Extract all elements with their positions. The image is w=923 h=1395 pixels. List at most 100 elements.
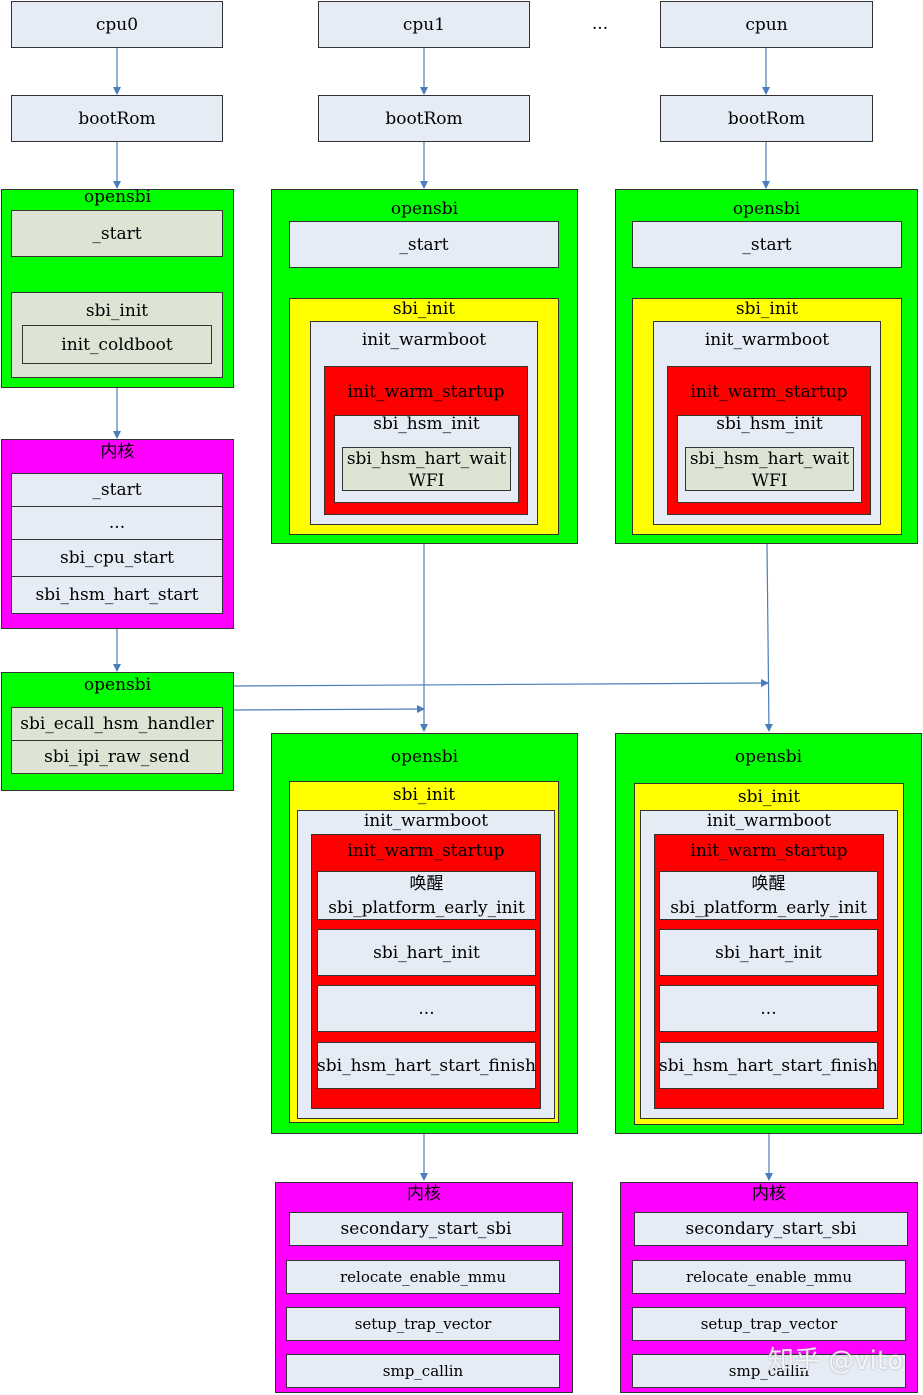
kernel2-item-label-n-0: secondary_start_sbi bbox=[685, 1219, 857, 1239]
kernel2-item-n-2: setup_trap_vector bbox=[632, 1307, 906, 1341]
kernel-item-2: sbi_cpu_start bbox=[11, 539, 223, 577]
init-warmboot-label-1: init_warmboot bbox=[361, 330, 487, 350]
wake-startup-label-n: init_warm_startup bbox=[690, 841, 848, 861]
kernel2-item-label-n-2: setup_trap_vector bbox=[700, 1315, 838, 1333]
kernel-title-0: 内核 bbox=[100, 442, 135, 462]
warm-start-label-1: _start bbox=[399, 234, 449, 255]
hart-wait-box-1: sbi_hsm_hart_wait WFI bbox=[342, 447, 511, 491]
bootrom-label-0: bootRom bbox=[78, 108, 156, 129]
bootrom-label-n: bootRom bbox=[727, 108, 806, 129]
kernel-title-n: 内核 bbox=[752, 1184, 786, 1204]
kernel2-item-1-2: setup_trap_vector bbox=[286, 1307, 560, 1341]
arrow-opensbi2-cpu1 bbox=[232, 705, 425, 714]
kernel2-item-n-0: secondary_start_sbi bbox=[634, 1212, 908, 1246]
bootrom-box-1: bootRom bbox=[318, 95, 530, 142]
wake-warmboot-label-n: init_warmboot bbox=[706, 811, 832, 831]
hsm-item-label-0: sbi_ecall_hsm_handler bbox=[20, 714, 214, 734]
wake-early-box-1: 唤醒 sbi_platform_early_init bbox=[317, 871, 536, 920]
bootrom-box-n: bootRom bbox=[660, 95, 873, 142]
wake-label-n: 唤醒 bbox=[751, 874, 786, 894]
bootrom-label-1: bootRom bbox=[385, 108, 463, 129]
wake-item-label-1-1: ... bbox=[418, 998, 435, 1019]
wake-label-1: 唤醒 bbox=[409, 874, 444, 894]
early-init-label-n: sbi_platform_early_init bbox=[670, 898, 867, 918]
wake-item-box-n-0: sbi_hart_init bbox=[659, 929, 878, 976]
warm-start-box-1: _start bbox=[289, 221, 559, 268]
kernel2-item-label-1-1: relocate_enable_mmu bbox=[340, 1268, 506, 1286]
hart-wait-box-n: sbi_hsm_hart_wait WFI bbox=[685, 447, 854, 491]
cpu-ellipsis: ... bbox=[591, 14, 609, 34]
opensbi-warm-title-n: opensbi bbox=[732, 199, 801, 219]
sbi-init-label-0: sbi_init bbox=[85, 301, 149, 321]
hsm-item-label-1: sbi_ipi_raw_send bbox=[44, 747, 190, 767]
wake-sbi-init-label-1: sbi_init bbox=[392, 785, 456, 805]
wake-item-label-n-0: sbi_hart_init bbox=[715, 942, 822, 963]
wake-item-box-1-2: sbi_hsm_hart_start_finish bbox=[317, 1042, 536, 1089]
hart-wait-label-n: sbi_hsm_hart_wait bbox=[689, 449, 850, 469]
wake-item-box-1-0: sbi_hart_init bbox=[317, 929, 536, 976]
init-warm-startup-label-1: init_warm_startup bbox=[347, 382, 505, 402]
opensbi-wake-title-n: opensbi bbox=[734, 747, 803, 767]
wfi-label-1: WFI bbox=[408, 471, 445, 491]
kernel-item-label-0: _start bbox=[92, 480, 142, 500]
kernel2-item-1-1: relocate_enable_mmu bbox=[286, 1260, 560, 1294]
wake-item-label-n-1: ... bbox=[760, 998, 777, 1019]
warm-sbi-init-label-1: sbi_init bbox=[392, 299, 456, 319]
kernel-item-label-3: sbi_hsm_hart_start bbox=[35, 585, 199, 605]
wake-item-label-1-2: sbi_hsm_hart_start_finish bbox=[317, 1055, 536, 1076]
init-coldboot-label: init_coldboot bbox=[61, 334, 173, 355]
kernel-item-1: ... bbox=[11, 506, 223, 540]
cpun-box: cpun bbox=[660, 1, 873, 48]
wake-startup-label-1: init_warm_startup bbox=[347, 841, 505, 861]
kernel-item-label-2: sbi_cpu_start bbox=[59, 548, 175, 568]
start-box-0: _start bbox=[11, 210, 223, 257]
warm-start-label-n: _start bbox=[742, 234, 792, 255]
wake-warmboot-label-1: init_warmboot bbox=[363, 811, 489, 831]
warm-sbi-init-label-n: sbi_init bbox=[735, 299, 799, 319]
early-init-label-1: sbi_platform_early_init bbox=[328, 898, 525, 918]
kernel-title-1: 内核 bbox=[407, 1184, 441, 1204]
warm-start-box-n: _start bbox=[632, 221, 902, 268]
bootrom-box-0: bootRom bbox=[11, 95, 223, 142]
opensbi-hsm-title: opensbi bbox=[83, 675, 152, 695]
kernel-item-3: sbi_hsm_hart_start bbox=[11, 576, 223, 614]
kernel2-item-label-1-0: secondary_start_sbi bbox=[340, 1219, 512, 1239]
cpu0-box: cpu0 bbox=[11, 1, 223, 48]
kernel2-item-n-3: smp_callin bbox=[632, 1354, 906, 1388]
kernel2-item-n-1: relocate_enable_mmu bbox=[632, 1260, 906, 1294]
kernel2-item-label-n-1: relocate_enable_mmu bbox=[686, 1268, 852, 1286]
wake-item-label-n-2: sbi_hsm_hart_start_finish bbox=[659, 1055, 878, 1076]
hsm-item-0: sbi_ecall_hsm_handler bbox=[11, 707, 223, 741]
opensbi-warm-title-1: opensbi bbox=[390, 199, 459, 219]
kernel2-item-1-3: smp_callin bbox=[286, 1354, 560, 1388]
arrow-opensbi2-cpun bbox=[232, 679, 769, 688]
init-warmboot-label-n: init_warmboot bbox=[704, 330, 830, 350]
wake-item-box-1-1: ... bbox=[317, 985, 536, 1032]
wake-item-box-n-2: sbi_hsm_hart_start_finish bbox=[659, 1042, 878, 1089]
wake-item-label-1-0: sbi_hart_init bbox=[373, 942, 480, 963]
start-label-0: _start bbox=[92, 223, 142, 244]
watermark: 知乎 @vito bbox=[768, 1346, 903, 1376]
wake-early-box-n: 唤醒 sbi_platform_early_init bbox=[659, 871, 878, 920]
arrow-warmn-waken bbox=[764, 543, 773, 732]
cpu1-label: cpu1 bbox=[402, 14, 446, 35]
kernel2-item-1-0: secondary_start_sbi bbox=[289, 1212, 563, 1246]
kernel2-item-label-1-3: smp_callin bbox=[382, 1362, 464, 1380]
opensbi-wake-title-1: opensbi bbox=[390, 747, 459, 767]
init-coldboot-box: init_coldboot bbox=[22, 325, 212, 364]
kernel2-item-label-1-2: setup_trap_vector bbox=[354, 1315, 492, 1333]
cpun-label: cpun bbox=[745, 14, 788, 35]
cpu0-label: cpu0 bbox=[95, 14, 139, 35]
opensbi-coldboot-title: opensbi bbox=[83, 187, 152, 207]
sbi-hsm-init-label-1: sbi_hsm_init bbox=[373, 414, 480, 434]
sbi-hsm-init-label-n: sbi_hsm_init bbox=[716, 414, 823, 434]
wfi-label-n: WFI bbox=[751, 471, 788, 491]
kernel2-item-label-n-3: smp_callin bbox=[728, 1362, 810, 1380]
kernel-item-label-1: ... bbox=[108, 513, 126, 533]
init-warm-startup-label-n: init_warm_startup bbox=[690, 382, 848, 402]
wake-item-box-n-1: ... bbox=[659, 985, 878, 1032]
hart-wait-label-1: sbi_hsm_hart_wait bbox=[346, 449, 507, 469]
kernel-item-0: _start bbox=[11, 473, 223, 507]
